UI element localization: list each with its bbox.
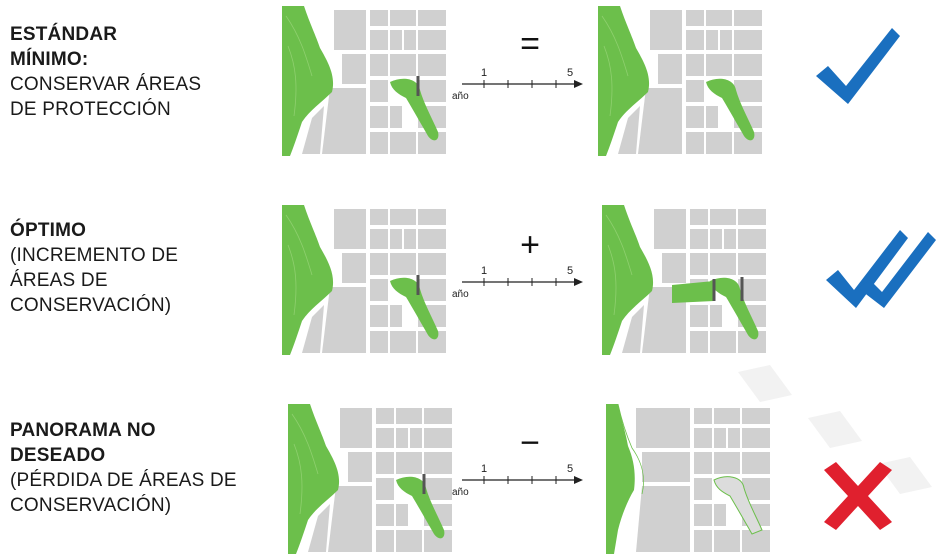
map-before [282, 6, 450, 156]
row-desc-line: (INCREMENTO DE [10, 245, 179, 266]
row-standard-minimum: ESTÁNDAR MÍNIMO: CONSERVAR ÁREAS DE PROT… [0, 0, 945, 160]
row-label: ESTÁNDAR MÍNIMO: CONSERVAR ÁREAS DE PROT… [10, 22, 201, 122]
row-desc-line: CONSERVACIÓN) [10, 495, 172, 516]
row-title-line: MÍNIMO: [10, 49, 89, 70]
row-title-line: ESTÁNDAR [10, 24, 118, 45]
timeline-end: 5 [567, 463, 573, 475]
timeline-start: 1 [481, 463, 487, 475]
row-title-line: DESEADO [10, 445, 106, 466]
row-desc-line: ÁREAS DE [10, 270, 108, 291]
cross-icon [824, 462, 892, 530]
double-check-icon [826, 230, 936, 308]
map-after [606, 404, 774, 554]
timeline-end: 5 [567, 67, 573, 79]
timeline-start: 1 [481, 265, 487, 277]
row-title-line: PANORAMA NO [10, 420, 156, 441]
operator-symbol: − [520, 424, 540, 462]
row-desc-line: CONSERVACIÓN) [10, 295, 172, 316]
row-optimal: ÓPTIMO (INCREMENTO DE ÁREAS DE CONSERVAC… [0, 190, 945, 355]
timeline: 1 5 año [452, 463, 583, 498]
map-after [598, 6, 766, 156]
map-before [288, 404, 456, 554]
timeline: 1 5 año [452, 67, 583, 102]
timeline-unit: año [452, 289, 469, 300]
timeline-end: 5 [567, 265, 573, 277]
operator-symbol: = [520, 25, 540, 63]
row-undesired-scenario: PANORAMA NO DESEADO (PÉRDIDA DE ÁREAS DE… [0, 390, 945, 554]
row-title-line: ÓPTIMO [10, 220, 87, 241]
timeline-start: 1 [481, 67, 487, 79]
single-check-icon [816, 28, 900, 104]
timeline-unit: año [452, 91, 469, 102]
operator-symbol: + [520, 226, 540, 264]
timeline: 1 5 año [452, 265, 583, 300]
row-desc-line: (PÉRDIDA DE ÁREAS DE [10, 470, 237, 491]
row-label: ÓPTIMO (INCREMENTO DE ÁREAS DE CONSERVAC… [10, 218, 178, 318]
map-before [282, 205, 450, 355]
row-desc-line: DE PROTECCIÓN [10, 99, 171, 120]
map-after [602, 205, 770, 355]
timeline-unit: año [452, 487, 469, 498]
row-desc-line: CONSERVAR ÁREAS [10, 74, 202, 95]
row-label: PANORAMA NO DESEADO (PÉRDIDA DE ÁREAS DE… [10, 418, 237, 518]
